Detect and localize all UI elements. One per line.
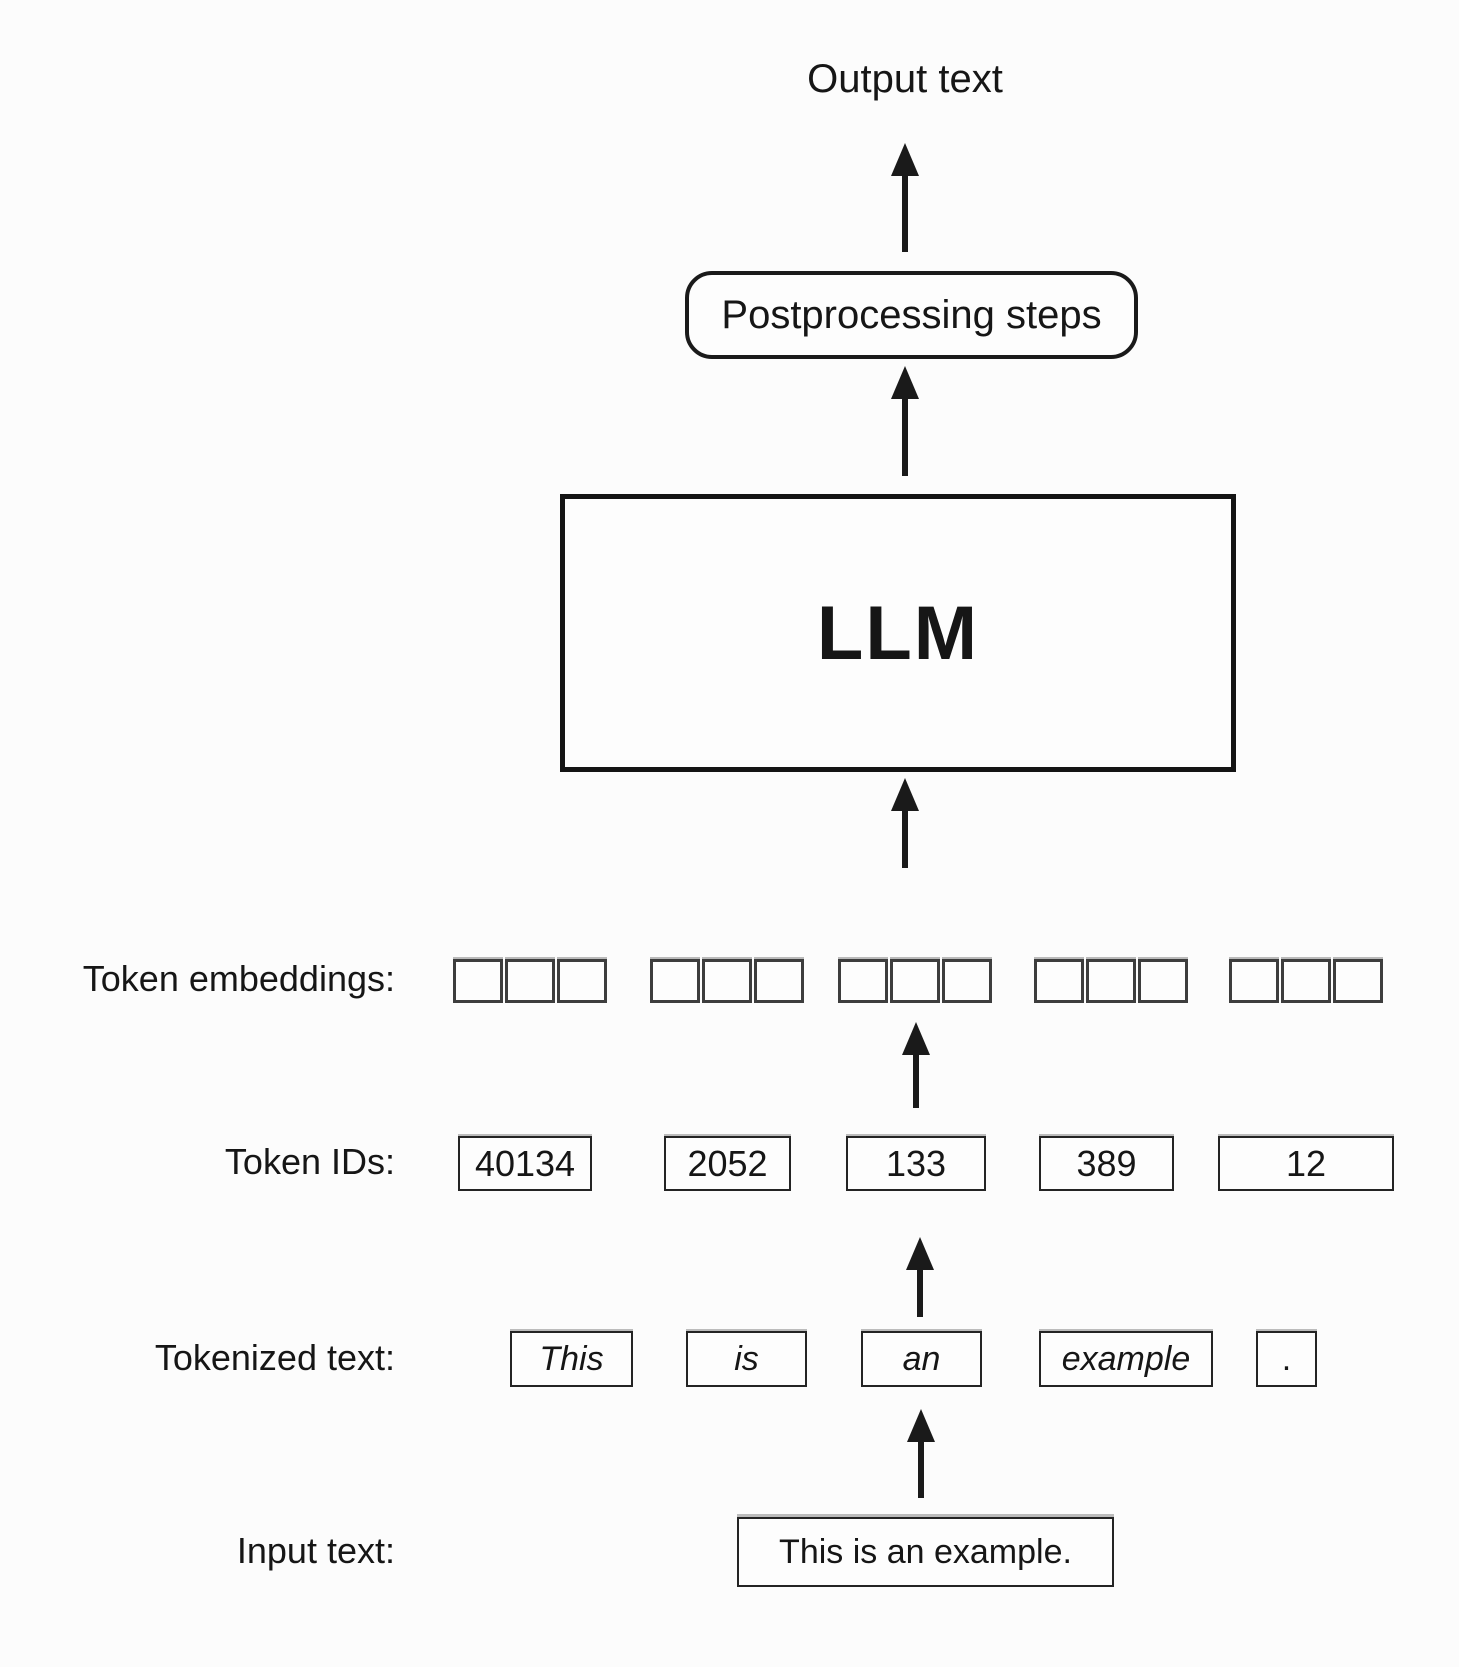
postprocessing-steps-label: Postprocessing steps [721,292,1102,337]
embedding-group [453,959,607,1003]
token-id-box: 133 [846,1136,986,1191]
input-text-box: This is an example. [737,1517,1114,1587]
up-arrow-tokens-to-ids [906,1237,934,1317]
embedding-square [1034,959,1084,1003]
up-arrow-embeddings-to-llm [891,778,919,868]
embedding-square [838,959,888,1003]
arrow-shaft [902,397,908,476]
embedding-group [650,959,804,1003]
up-arrow-ids-to-embeddings [902,1022,930,1108]
token-embeddings-row-label: Token embeddings: [82,958,395,999]
token-text-box: example [1039,1331,1213,1387]
tokenized-text-row-label: Tokenized text: [154,1337,395,1378]
up-arrow-llm-to-postprocessing [891,366,919,476]
arrow-shaft [918,1440,924,1498]
embedding-group [1229,959,1383,1003]
token-id-box: 40134 [458,1136,592,1191]
llm-box: LLM [560,494,1236,772]
output-text-label: Output text [807,57,1003,101]
arrow-shaft [902,809,908,868]
arrowhead-icon [906,1237,934,1270]
arrowhead-icon [891,366,919,399]
arrow-shaft [913,1053,919,1108]
embedding-square [1333,959,1383,1003]
input-text-value: This is an example. [779,1532,1072,1571]
token-id-box: 12 [1218,1136,1394,1191]
embedding-square [890,959,940,1003]
embedding-group [1034,959,1188,1003]
up-arrow-postprocessing-to-output [891,143,919,252]
token-text-box: an [861,1331,982,1387]
postprocessing-steps-box: Postprocessing steps [685,271,1138,359]
token-id-box: 389 [1039,1136,1174,1191]
token-ids-row-label: Token IDs: [224,1141,395,1182]
embedding-square [505,959,555,1003]
arrowhead-icon [902,1022,930,1055]
embedding-square [754,959,804,1003]
embedding-square [557,959,607,1003]
embedding-group [838,959,992,1003]
embedding-square [1281,959,1331,1003]
token-id-box: 2052 [664,1136,791,1191]
token-text-box: is [686,1331,807,1387]
arrowhead-icon [907,1409,935,1442]
up-arrow-input-to-tokens [907,1409,935,1498]
embedding-square [702,959,752,1003]
arrowhead-icon [891,143,919,176]
arrowhead-icon [891,778,919,811]
embedding-square [942,959,992,1003]
embedding-square [1086,959,1136,1003]
embedding-square [1229,959,1279,1003]
token-text-box: . [1256,1331,1317,1387]
embedding-square [453,959,503,1003]
arrow-shaft [917,1268,923,1317]
arrow-shaft [902,174,908,252]
embedding-square [1138,959,1188,1003]
input-text-row-label: Input text: [236,1530,395,1571]
llm-label: LLM [816,590,980,676]
token-text-box: This [510,1331,633,1387]
embedding-square [650,959,700,1003]
